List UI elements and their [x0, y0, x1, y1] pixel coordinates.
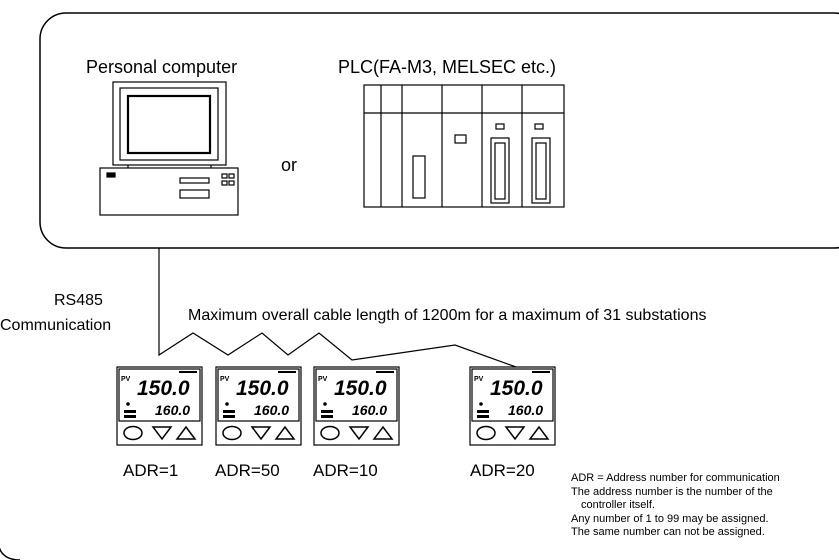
sp-indicator: [323, 402, 327, 406]
host-frame: [39, 12, 839, 249]
pv-tag: PV: [318, 376, 328, 383]
sp-value: 160.0: [508, 402, 543, 418]
up-key-icon[interactable]: [372, 425, 394, 440]
address-label: ADR=1: [123, 461, 178, 480]
status-leds: [124, 410, 136, 413]
up-key-icon[interactable]: [274, 425, 296, 440]
daisy-chain-cable: [158, 332, 517, 368]
pv-value: 150.0: [236, 377, 289, 400]
footnote-line: The address number is the number of the: [571, 485, 773, 498]
brand-strip: [278, 371, 296, 373]
address-label: ADR=20: [470, 461, 535, 480]
pv-value: 150.0: [137, 377, 190, 400]
plc-label: PLC(FA-M3, MELSEC etc.): [338, 57, 556, 77]
footnote-line: ADR = Address number for communication: [571, 472, 780, 484]
pc-label: Personal computer: [86, 57, 237, 77]
controller-unit: PV 150.0 160.0: [116, 366, 203, 446]
pv-tag: PV: [220, 376, 230, 383]
up-key-icon[interactable]: [528, 425, 550, 440]
rs485-label: RS485: [54, 292, 103, 309]
down-key-icon[interactable]: [504, 426, 526, 441]
pv-value: 150.0: [334, 377, 387, 400]
mode-key-icon[interactable]: [123, 425, 143, 441]
mode-key-icon[interactable]: [222, 425, 242, 441]
pv-tag: PV: [121, 376, 131, 383]
bottom-frame-corner: [0, 547, 21, 560]
brand-strip: [532, 371, 550, 373]
controller-unit: PV 150.0 160.0: [469, 366, 556, 446]
sp-indicator: [225, 402, 229, 406]
status-leds: [223, 415, 235, 418]
address-label: ADR=10: [313, 461, 378, 480]
plc-rack-icon: [363, 84, 565, 208]
status-leds: [477, 410, 489, 413]
status-leds: [321, 410, 333, 413]
cable-length-note: Maximum overall cable length of 1200m fo…: [188, 307, 706, 324]
address-footnote: ADR = Address number for communication T…: [571, 472, 839, 540]
mode-key-icon[interactable]: [476, 425, 496, 441]
down-key-icon[interactable]: [151, 426, 173, 441]
pv-tag: PV: [474, 376, 484, 383]
sp-value: 160.0: [155, 402, 190, 418]
status-leds: [124, 415, 136, 418]
up-key-icon[interactable]: [175, 425, 197, 440]
communication-label: Communication: [0, 317, 111, 334]
status-leds: [223, 410, 235, 413]
personal-computer-icon: [99, 81, 239, 216]
brand-strip: [179, 371, 197, 373]
footnote-line: Any number of 1 to 99 may be assigned.: [571, 512, 769, 525]
pv-value: 150.0: [490, 377, 543, 400]
footnote-line: controller itself.: [581, 499, 655, 511]
controller-unit: PV 150.0 160.0: [215, 366, 302, 446]
sp-indicator: [479, 402, 483, 406]
mode-key-icon[interactable]: [320, 425, 340, 441]
or-label: or: [281, 155, 297, 175]
status-leds: [321, 415, 333, 418]
status-leds: [477, 415, 489, 418]
sp-value: 160.0: [254, 402, 289, 418]
down-key-icon[interactable]: [250, 426, 272, 441]
footnote-line: The same number can not be assigned.: [571, 526, 765, 538]
down-key-icon[interactable]: [348, 426, 370, 441]
sp-indicator: [126, 402, 130, 406]
sp-value: 160.0: [352, 402, 387, 418]
brand-strip: [376, 371, 394, 373]
controller-unit: PV 150.0 160.0: [313, 366, 400, 446]
address-label: ADR=50: [215, 461, 280, 480]
